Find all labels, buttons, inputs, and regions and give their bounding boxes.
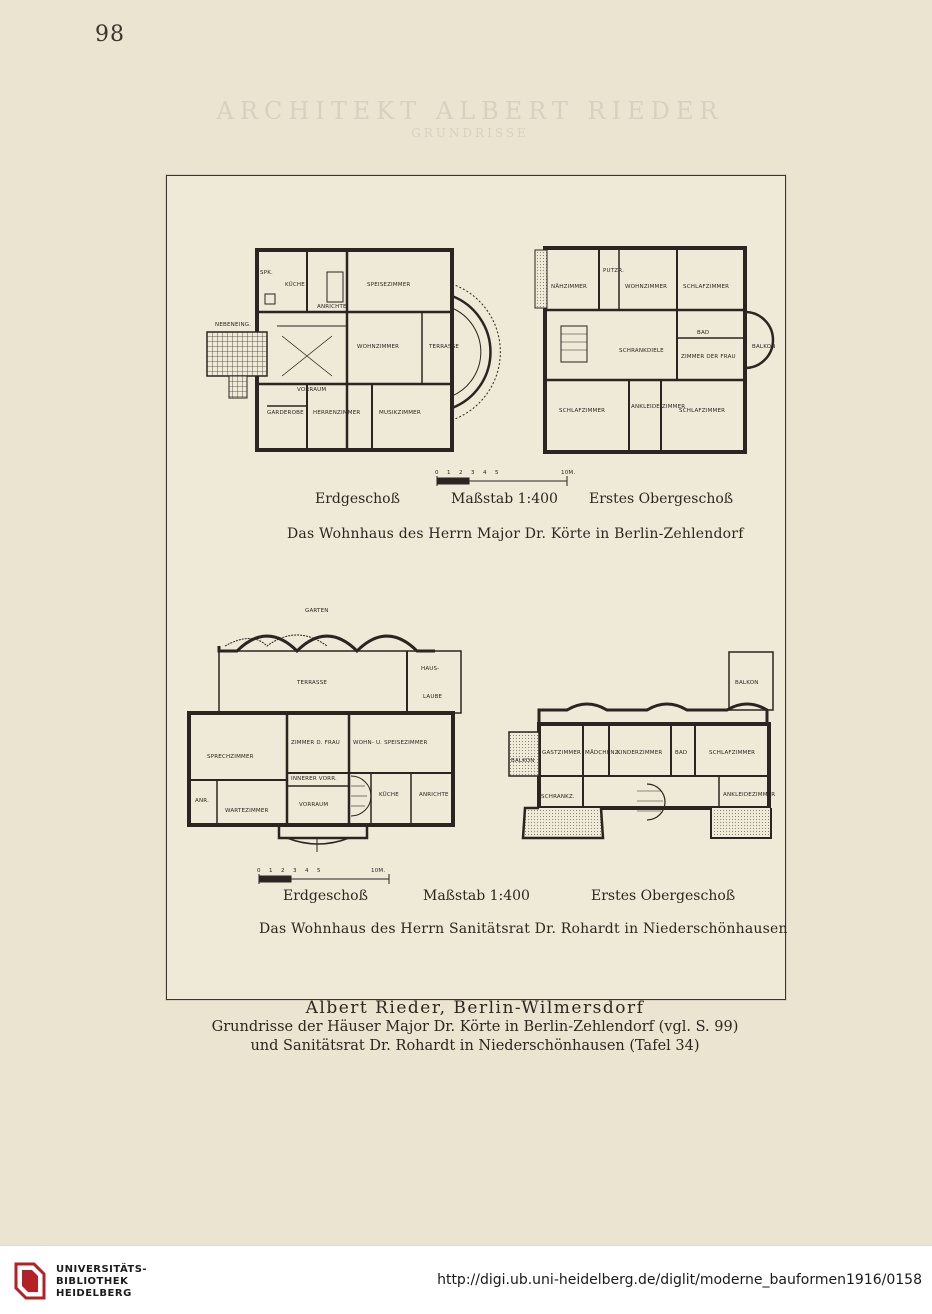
room-label: SCHLAFZIMMER bbox=[679, 408, 725, 414]
room-label: BAD bbox=[697, 330, 709, 336]
room-label: SCHRANKDIELE bbox=[619, 348, 664, 354]
scale-tick-label: 0 bbox=[435, 470, 439, 476]
room-label: ANKLEIDEZIMMER bbox=[723, 792, 775, 798]
room-label: NEBENEING. bbox=[215, 322, 251, 328]
room-label: TERRASSE bbox=[296, 680, 327, 686]
room-label: TERRASSE bbox=[428, 344, 459, 350]
room-label: ZIMMER DER FRAU bbox=[681, 354, 736, 360]
room-label: ANRICHTE bbox=[317, 304, 347, 310]
rohardt-ground-label: Erdgeschoß bbox=[283, 888, 368, 904]
room-label: VORRAUM bbox=[299, 802, 328, 808]
book-page: ARCHITEKT ALBERT RIEDER GRUNDRISSE 98 bbox=[95, 22, 788, 1056]
room-label: WOHNZIMMER bbox=[357, 344, 399, 350]
room-label: GARTEN bbox=[305, 608, 329, 614]
rohardt-scale-label: Maßstab 1:400 bbox=[423, 888, 530, 904]
scale-tick-label: 1 bbox=[447, 470, 451, 476]
room-label: NÄHZIMMER bbox=[551, 283, 587, 290]
room-label: BALKON bbox=[735, 680, 759, 686]
room-label: GASTZIMMER bbox=[542, 750, 581, 756]
room-label: SPEISEZIMMER bbox=[367, 282, 410, 288]
room-label: BALKON bbox=[752, 344, 776, 350]
room-label: BAD bbox=[675, 750, 687, 756]
bleed-through-texture: ARCHITEKT ALBERT RIEDER GRUNDRISSE bbox=[216, 100, 724, 140]
room-label: ANRICHTE bbox=[419, 792, 449, 798]
room-label: SCHRANKZ. bbox=[541, 794, 575, 800]
koerte-upper-floor-plan bbox=[534, 246, 775, 454]
scale-tick-label: 2 bbox=[459, 470, 463, 476]
room-label: KINDERZIMMER bbox=[617, 750, 662, 756]
koerte-upper-label: Erstes Obergeschoß bbox=[589, 491, 734, 507]
library-footer: UNIVERSITÄTS- BIBLIOTHEK HEIDELBERG http… bbox=[0, 1245, 932, 1314]
room-label: KÜCHE bbox=[285, 281, 305, 288]
rohardt-plate-title: Das Wohnhaus des Herrn Sanitätsrat Dr. R… bbox=[259, 921, 788, 937]
scale-tick-label: 5 bbox=[317, 868, 321, 874]
room-label: KÜCHE bbox=[379, 791, 399, 798]
figure-caption: Albert Rieder, Berlin-Wilmersdorf Grundr… bbox=[166, 998, 784, 1056]
room-label: MÄDCHENZ. bbox=[585, 749, 621, 756]
room-label: GARDEROBE bbox=[267, 410, 304, 416]
scale-tick-label: 10M. bbox=[371, 868, 385, 874]
room-label: VORRAUM bbox=[297, 387, 326, 393]
room-label: PUTZR. bbox=[603, 268, 624, 274]
rohardt-upper-floor-plan bbox=[508, 651, 774, 840]
floor-plan-plate: SPK. KÜCHE ANRICHTE SPEISEZIMMER NEBENEI… bbox=[166, 175, 788, 1000]
room-label: WOHN- U. SPEISEZIMMER bbox=[353, 740, 428, 746]
room-label: WARTEZIMMER bbox=[225, 808, 269, 814]
scale-tick-label: 5 bbox=[495, 470, 499, 476]
scale-bar-top bbox=[436, 476, 568, 486]
library-logo-icon bbox=[14, 1262, 46, 1300]
caption-author: Albert Rieder, Berlin-Wilmersdorf bbox=[305, 998, 645, 1018]
scale-tick-label: 3 bbox=[471, 470, 475, 476]
library-name: UNIVERSITÄTS- BIBLIOTHEK HEIDELBERG bbox=[56, 1264, 148, 1299]
scale-tick-label: 1 bbox=[269, 868, 273, 874]
room-label: SCHLAFZIMMER bbox=[683, 284, 729, 290]
floor-plans-drawing: SPK. KÜCHE ANRICHTE SPEISEZIMMER NEBENEI… bbox=[187, 246, 776, 884]
room-label: HERRENZIMMER bbox=[313, 410, 360, 416]
scale-tick-label: 4 bbox=[305, 868, 309, 874]
room-label: ANR. bbox=[195, 798, 209, 804]
room-label: SPRECHZIMMER bbox=[207, 754, 254, 760]
rohardt-upper-label: Erstes Obergeschoß bbox=[591, 888, 736, 904]
caption-line-2: und Sanitätsrat Dr. Rohardt in Niedersch… bbox=[250, 1038, 700, 1054]
room-label: WOHNZIMMER bbox=[625, 284, 667, 290]
scale-tick-label: 10M. bbox=[561, 470, 575, 476]
koerte-plate-title: Das Wohnhaus des Herrn Major Dr. Körte i… bbox=[287, 526, 744, 542]
room-label: ANKLEIDE ZIMMER bbox=[631, 404, 685, 410]
room-label: LAUBE bbox=[423, 694, 443, 700]
koerte-ground-floor-plan bbox=[206, 248, 501, 452]
room-label: SCHLAFZIMMER bbox=[709, 750, 755, 756]
room-label: HAUS- bbox=[421, 666, 439, 672]
scale-tick-label: 2 bbox=[281, 868, 285, 874]
room-label: SPK. bbox=[260, 270, 273, 276]
rohardt-ground-floor-plan bbox=[187, 634, 462, 852]
room-label: INNERER VORR. bbox=[291, 776, 337, 782]
koerte-ground-label: Erdgeschoß bbox=[315, 491, 400, 507]
source-url-link[interactable]: http://digi.ub.uni-heidelberg.de/diglit/… bbox=[437, 1272, 922, 1288]
page-number: 98 bbox=[95, 22, 125, 47]
room-label: MUSIKZIMMER bbox=[379, 410, 421, 416]
scale-bar-bottom bbox=[258, 874, 390, 884]
room-labels: SPK. KÜCHE ANRICHTE SPEISEZIMMER NEBENEI… bbox=[195, 268, 776, 874]
koerte-scale-label: Maßstab 1:400 bbox=[451, 491, 558, 507]
room-label: BALKON bbox=[511, 758, 535, 764]
room-label: ZIMMER D. FRAU bbox=[291, 740, 340, 746]
caption-line-1: Grundrisse der Häuser Major Dr. Körte in… bbox=[211, 1019, 739, 1035]
scale-tick-label: 0 bbox=[257, 868, 261, 874]
room-label: SCHLAFZIMMER bbox=[559, 408, 605, 414]
scale-tick-label: 3 bbox=[293, 868, 297, 874]
scale-tick-label: 4 bbox=[483, 470, 487, 476]
